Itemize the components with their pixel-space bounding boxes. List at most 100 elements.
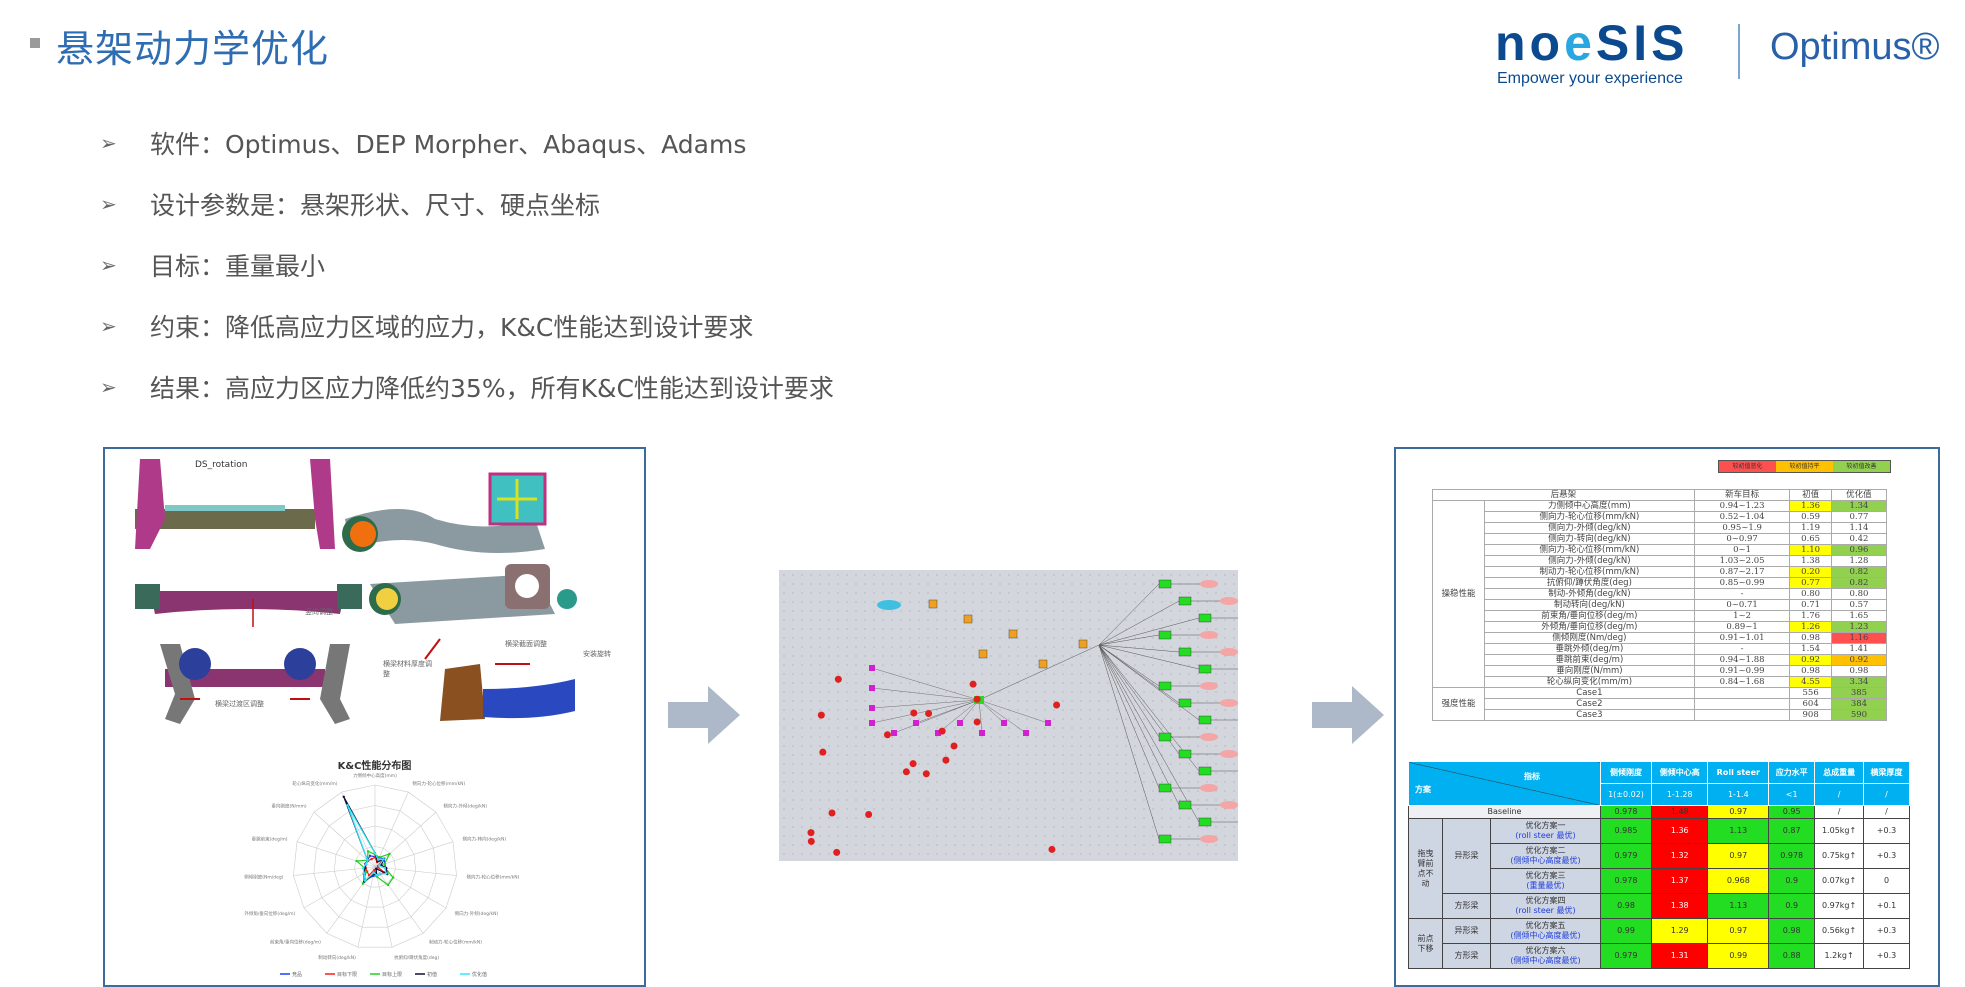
table-cell: Case3	[1484, 709, 1695, 721]
grid-dot	[909, 808, 911, 810]
grid-dot	[1125, 682, 1127, 684]
grid-dot	[1098, 781, 1100, 783]
output-node	[1158, 783, 1172, 793]
grid-dot	[1053, 808, 1055, 810]
grid-dot	[1143, 592, 1145, 594]
grid-dot	[1125, 844, 1127, 846]
grid-dot	[1224, 745, 1226, 747]
grid-dot	[981, 673, 983, 675]
cad-label: DS_rotation	[195, 460, 247, 470]
value-cell: 0.97	[1707, 843, 1770, 869]
grid-dot	[909, 835, 911, 837]
grid-dot	[990, 637, 992, 639]
grid-dot	[846, 691, 848, 693]
output-node	[1198, 715, 1212, 725]
grid-dot	[801, 853, 803, 855]
grid-dot	[882, 763, 884, 765]
results-panel: 较初值恶化较初值持平较初值改善 后悬架新车目标初值优化值操稳性能力侧倾中心高度(…	[1394, 447, 1940, 987]
grid-dot	[1062, 700, 1064, 702]
grid-dot	[954, 682, 956, 684]
grid-dot	[1089, 727, 1091, 729]
grid-dot	[909, 790, 911, 792]
value-cell: 0.98	[1600, 893, 1652, 919]
grid-dot	[1179, 574, 1181, 576]
grid-dot	[1080, 763, 1082, 765]
grid-dot	[1080, 817, 1082, 819]
table-cell: 垂跳外倾(deg/m)	[1484, 643, 1695, 655]
grid-dot	[891, 574, 893, 576]
grid-dot	[999, 772, 1001, 774]
grid-dot	[1224, 682, 1226, 684]
grid-dot	[1089, 745, 1091, 747]
grid-dot	[1224, 583, 1226, 585]
value-cell: 0.978	[1768, 843, 1816, 869]
grid-dot	[783, 637, 785, 639]
grid-dot	[927, 727, 929, 729]
grid-dot	[1098, 592, 1100, 594]
grid-dot	[882, 727, 884, 729]
grid-dot	[1035, 754, 1037, 756]
grid-dot	[1062, 601, 1064, 603]
grid-dot	[918, 772, 920, 774]
grid-dot	[783, 736, 785, 738]
grid-dot	[1233, 619, 1235, 621]
bullet-text: 约束：降低高应力区域的应力，K&C性能达到设计要求	[150, 312, 754, 342]
grid-dot	[1035, 817, 1037, 819]
grid-dot	[963, 655, 965, 657]
bracket-thickness-view	[440, 663, 575, 721]
radar-grid-ring	[333, 825, 417, 908]
radar-point	[368, 854, 372, 857]
table-cell: 0.94~1.23	[1693, 500, 1791, 512]
grid-dot	[1188, 781, 1190, 783]
grid-dot	[963, 736, 965, 738]
grid-dot	[819, 601, 821, 603]
grid-dot	[1098, 763, 1100, 765]
table-cell: 4.55	[1789, 676, 1832, 688]
grid-dot	[1053, 799, 1055, 801]
grid-dot	[1080, 754, 1082, 756]
grid-dot	[1035, 619, 1037, 621]
grid-dot	[1026, 754, 1028, 756]
grid-dot	[909, 682, 911, 684]
value-cell: 0.978	[1600, 868, 1652, 894]
grid-dot	[837, 691, 839, 693]
grid-dot	[945, 664, 947, 666]
grid-dot	[792, 718, 794, 720]
grid-dot	[1206, 808, 1208, 810]
grid-dot	[882, 799, 884, 801]
legend-label: 目标下限	[337, 971, 357, 978]
grid-dot	[990, 691, 992, 693]
grid-dot	[918, 700, 920, 702]
grid-dot	[963, 583, 965, 585]
grid-dot	[954, 754, 956, 756]
grid-dot	[1134, 826, 1136, 828]
grid-dot	[909, 817, 911, 819]
grid-dot	[819, 853, 821, 855]
grid-dot	[1008, 628, 1010, 630]
grid-dot	[828, 691, 830, 693]
radar-axis-label: 侧向力-轮心位移(mm/kN)	[466, 874, 519, 881]
value-cell: 0.95	[1768, 805, 1816, 819]
grid-dot	[1179, 790, 1181, 792]
link	[1098, 644, 1160, 789]
grid-dot	[1224, 853, 1226, 855]
grid-dot	[837, 700, 839, 702]
grid-dot	[945, 799, 947, 801]
response-node	[1220, 648, 1238, 656]
grid-dot	[972, 583, 974, 585]
grid-dot	[1152, 736, 1154, 738]
grid-dot	[1233, 853, 1235, 855]
table-cell: 556	[1789, 687, 1832, 699]
grid-dot	[1107, 763, 1109, 765]
grid-dot	[936, 583, 938, 585]
grid-dot	[900, 772, 902, 774]
grid-dot	[999, 646, 1001, 648]
grid-dot	[1116, 673, 1118, 675]
grid-dot	[927, 583, 929, 585]
grid-dot	[873, 745, 875, 747]
value-cell: 0.75kg↑	[1814, 843, 1865, 869]
table-cell: 0~1	[1693, 544, 1791, 556]
grid-dot	[1125, 619, 1127, 621]
